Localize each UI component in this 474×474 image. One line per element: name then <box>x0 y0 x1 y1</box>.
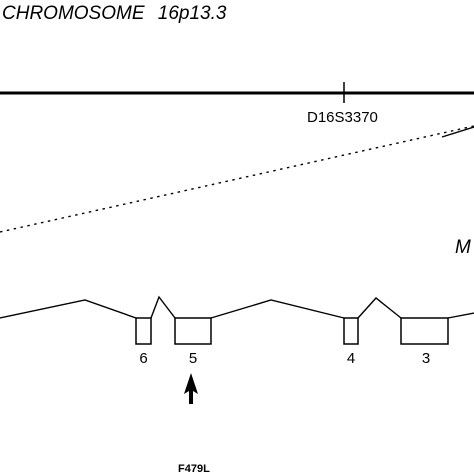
exon-5-label: 5 <box>189 350 197 367</box>
exon-3-box <box>400 317 449 345</box>
chromosome-word: CHROMOSOME <box>2 3 145 24</box>
intron-line-right <box>447 312 474 319</box>
exon-3-label: 3 <box>422 350 430 367</box>
chromosome-title: CHROMOSOME 16p13.3 <box>2 3 227 24</box>
marker-label: D16S3370 <box>307 109 378 126</box>
zoom-dotted-line <box>0 125 474 233</box>
zoom-solid-line <box>441 126 474 138</box>
intron-line-4-5 <box>210 299 345 319</box>
mutation-arrow-icon <box>184 373 198 404</box>
mutation-label: F479L <box>178 463 210 474</box>
exon-6-box <box>135 317 152 345</box>
exon-5-box <box>174 317 212 345</box>
exon-6-label: 6 <box>139 350 147 367</box>
exon-4-box <box>343 317 359 345</box>
gene-label: M <box>455 237 471 258</box>
intron-line-5-6 <box>150 295 176 319</box>
intron-line-3-4 <box>357 297 402 319</box>
exon-4-label: 4 <box>347 350 355 367</box>
intron-line-left <box>0 299 137 319</box>
chromosome-band: 16p13.3 <box>158 3 227 24</box>
